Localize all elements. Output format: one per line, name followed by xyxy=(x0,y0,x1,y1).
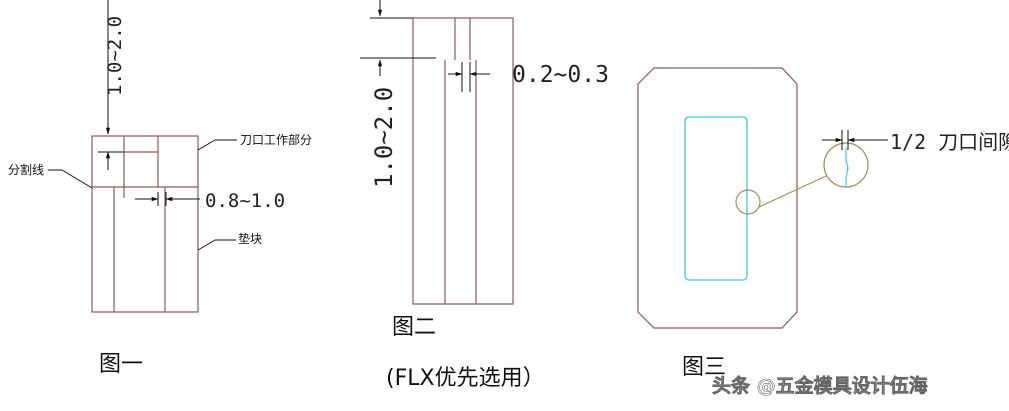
fig3-dim-text: 1/2 刀口间隙 xyxy=(890,130,1009,154)
fig2-note: (FLX优先选用） xyxy=(386,366,545,391)
fig1-label-split: 分割线 xyxy=(8,162,44,177)
fig3-caption: 图三 xyxy=(682,355,726,380)
fig3-inner-contour xyxy=(684,116,748,281)
figure-1: 1.0~2.0 0.8~1.0 刀口工作部分 分割线 垫块 图一 xyxy=(8,0,312,377)
fig3-part-outline xyxy=(637,67,798,329)
fig2-part-outline xyxy=(412,17,514,305)
fig2-dim-horizontal-text: 0.2~0.3 xyxy=(512,62,609,88)
fig1-dimension-horizontal xyxy=(135,192,200,206)
fig3-detail-edge xyxy=(845,148,849,187)
fig1-label-blade: 刀口工作部分 xyxy=(240,132,312,147)
fig1-dimension-vertical xyxy=(98,0,124,170)
fig3-detail-circle-small xyxy=(735,189,761,215)
fig1-part-outline xyxy=(91,135,199,313)
fig1-leader-blade xyxy=(197,139,237,151)
fig1-leader-split xyxy=(48,169,93,189)
fig1-leader-pad xyxy=(197,239,236,251)
fig3-dimension xyxy=(822,130,888,150)
watermark: 头条 @五金模具设计伍海 xyxy=(712,374,928,397)
fig2-dimension-horizontal xyxy=(448,62,490,92)
fig2-caption: 图二 xyxy=(392,315,436,340)
fig1-label-pad: 垫块 xyxy=(238,231,262,246)
fig1-dim-horizontal-text: 0.8~1.0 xyxy=(205,190,285,212)
fig1-caption: 图一 xyxy=(99,352,143,377)
figure-3: 1/2 刀口间隙 图三 xyxy=(637,67,1009,380)
fig2-dim-vertical-text: 1.0~2.0 xyxy=(370,87,398,188)
fig3-detail-connector xyxy=(758,175,827,208)
figure-2: 1.0~2.0 0.2~0.3 图二 (FLX优先选用） xyxy=(360,0,609,391)
fig1-dim-vertical-text: 1.0~2.0 xyxy=(104,16,126,96)
fig2-dimension-vertical xyxy=(360,0,436,76)
